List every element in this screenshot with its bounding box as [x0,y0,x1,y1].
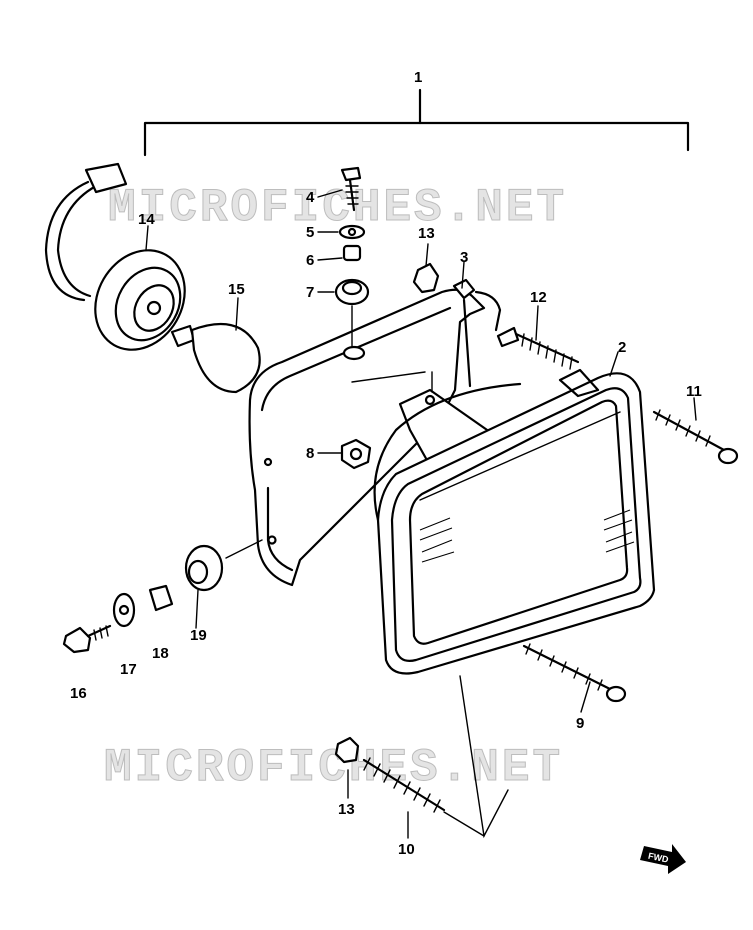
stud-and-nut [334,675,509,839]
label-part-7: 7 [306,284,314,301]
adjusting-screw [496,326,580,370]
top-fasteners [334,166,370,361]
label-part-19: 19 [190,627,207,644]
label-part-16: 16 [70,685,87,702]
label-part-12: 12 [530,289,547,306]
long-screw-9 [522,643,627,703]
headlamp-housing [248,278,502,587]
label-part-18: 18 [152,645,169,662]
forward-arrow-label: FWD [647,851,670,865]
assembly-bracket [143,88,690,157]
label-part-13-bottom: 13 [338,801,355,818]
label-part-13-top: 13 [418,225,435,242]
label-part-4: 4 [306,189,315,206]
label-part-2: 2 [618,339,626,356]
label-part-6: 6 [306,252,314,269]
label-part-15: 15 [228,281,245,298]
label-part-10: 10 [398,841,415,858]
watermark-top: MICROFICHES.NET [108,182,567,234]
label-part-17: 17 [120,661,137,678]
label-part-14: 14 [138,211,155,228]
label-part-11: 11 [686,383,702,400]
label-part-5: 5 [306,224,314,241]
nuts [340,262,440,470]
headlamp-unit [373,368,656,675]
bulb-socket [44,162,186,351]
label-part-8: 8 [306,445,314,462]
bulb [170,322,261,394]
forward-arrow-icon: FWD [640,844,686,874]
watermark-bottom: MICROFICHES.NET [104,742,563,794]
label-part-3: 3 [460,249,468,266]
label-part-9: 9 [576,715,584,732]
leader-lines [145,189,697,839]
side-fasteners [62,539,263,654]
label-part-1: 1 [414,69,422,86]
callout-labels: 1 2 3 4 5 6 7 8 9 10 11 12 13 13 14 15 1… [70,69,702,858]
long-screw-11 [652,409,739,465]
